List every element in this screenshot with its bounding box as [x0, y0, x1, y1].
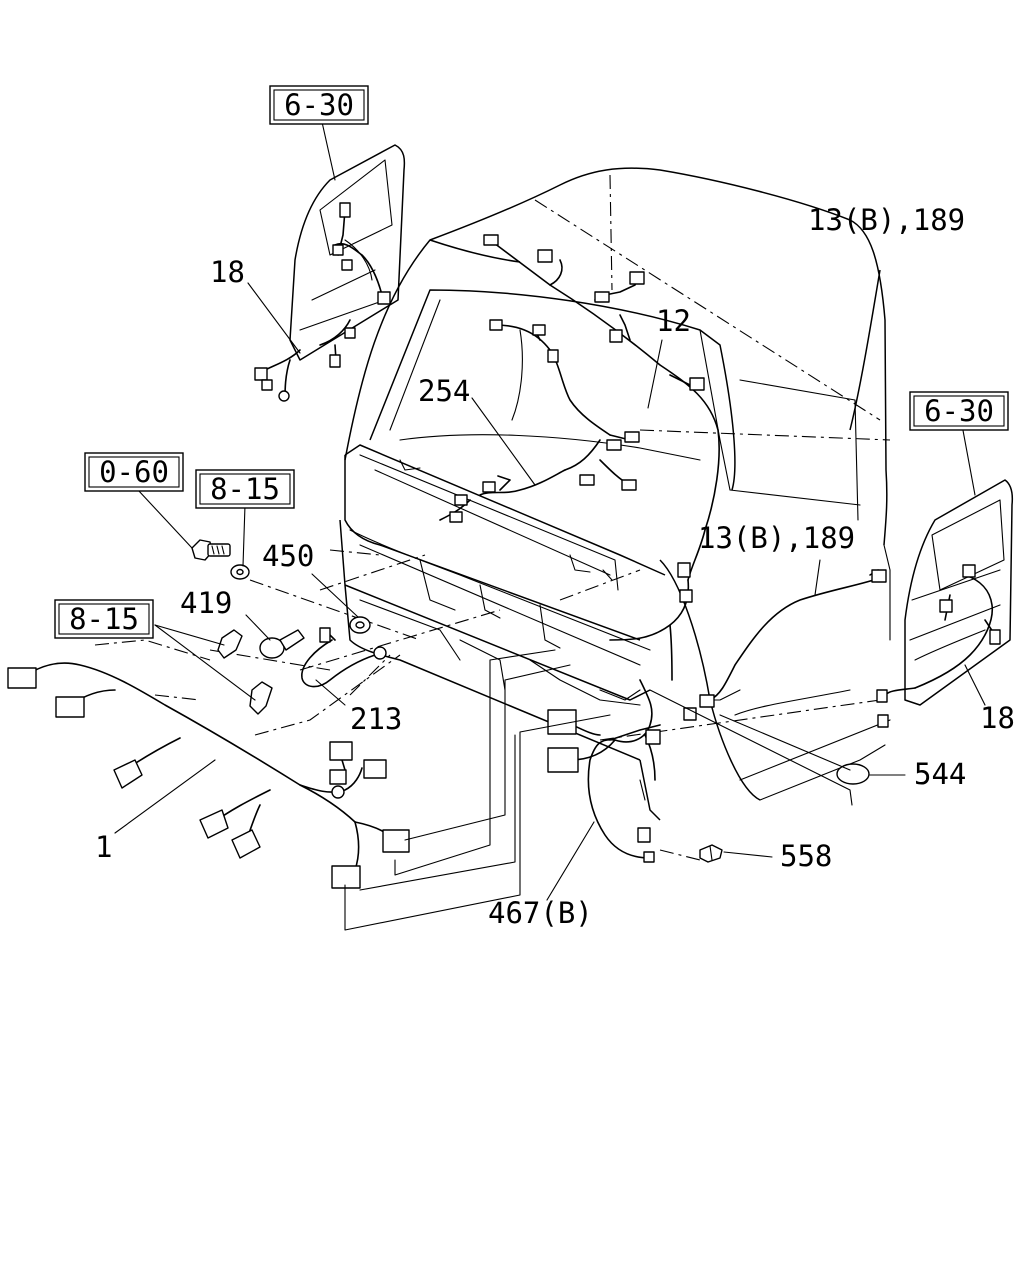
left-door-harness — [254, 202, 391, 402]
label-grommet: 450 — [262, 539, 314, 573]
main-harness — [7, 662, 410, 889]
label-main-harness: 1 — [95, 830, 112, 864]
grommet-450 — [349, 616, 371, 634]
right-door-harness — [876, 564, 1001, 728]
label-sub-harness: 213 — [350, 702, 402, 736]
bolt-419 — [259, 629, 305, 659]
cab-body — [339, 167, 891, 821]
ref-box-8-15-lower: 8-15 — [54, 599, 154, 639]
label-bolt: 419 — [180, 586, 232, 620]
ref-box-8-15-upper: 8-15 — [195, 469, 295, 509]
mid-right-harness — [683, 569, 887, 721]
ref-label: 0-60 — [99, 455, 169, 489]
label-door-left: 18 — [210, 255, 245, 289]
part-labels: 13(B),189 13(B),189 18 18 12 254 450 419… — [95, 203, 1015, 930]
ref-box-0-60: 0-60 — [84, 452, 184, 492]
ref-label: 6-30 — [284, 88, 354, 122]
clamp-8-15 — [217, 629, 273, 715]
windshield-harness — [439, 319, 640, 523]
left-door-panel — [289, 144, 406, 361]
label-top-right: 13(B),189 — [808, 203, 965, 237]
ref-box-6-30-top: 6-30 — [269, 85, 369, 125]
bolt-0-60 — [191, 539, 231, 561]
ref-label: 6-30 — [924, 394, 994, 428]
roof-harness — [483, 234, 720, 681]
right-door-panel — [904, 479, 1014, 706]
label-clip: 558 — [780, 839, 832, 873]
label-plug: 544 — [914, 757, 966, 791]
label-roof-harness: 12 — [656, 304, 691, 338]
leader-lines — [114, 121, 986, 931]
ref-label: 8-15 — [69, 602, 139, 636]
body-harness — [547, 679, 661, 863]
plug-544 — [836, 763, 870, 785]
clip-558 — [699, 844, 723, 863]
label-body-harness: 467(B) — [488, 896, 593, 930]
ref-box-6-30-right: 6-30 — [909, 391, 1009, 431]
sub-harness — [301, 627, 387, 688]
label-mid-right: 13(B),189 — [698, 521, 855, 555]
label-door-right: 18 — [980, 701, 1015, 735]
ref-label: 8-15 — [210, 472, 280, 506]
label-windshield-harness: 254 — [418, 374, 470, 408]
washer-8-15 — [230, 564, 250, 580]
